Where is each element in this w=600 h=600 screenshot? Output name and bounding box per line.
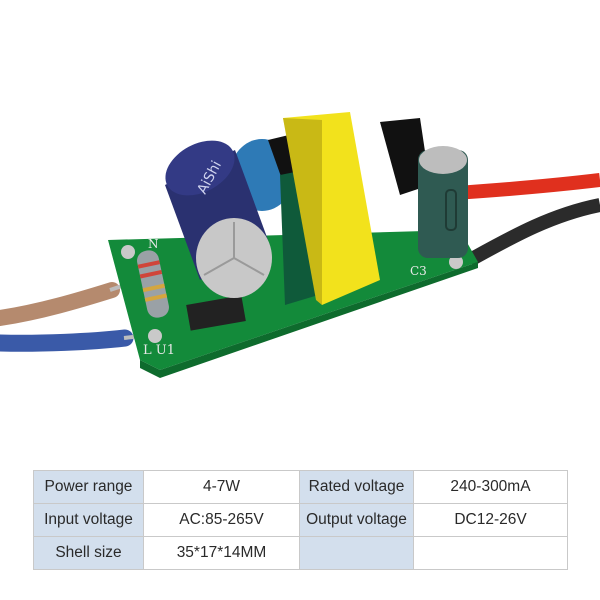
input-wire-neutral: [0, 282, 129, 326]
rated-voltage-label: Rated voltage: [299, 470, 414, 504]
output-voltage-value: DC12-26V: [413, 503, 568, 537]
shell-size-value: 35*17*14MM: [143, 536, 300, 570]
svg-text:C3: C3: [410, 264, 427, 278]
empty-label-cell: [299, 536, 414, 570]
output-voltage-label: Output voltage: [299, 503, 414, 537]
shell-size-label: Shell size: [33, 536, 144, 570]
power-range-value: 4-7W: [143, 470, 300, 504]
output-wire-positive: [454, 173, 600, 200]
ic-chip: [186, 295, 246, 331]
table-row: Input voltage AC:85-265V Output voltage …: [33, 503, 568, 537]
resistor: [137, 250, 169, 318]
spec-table: Power range 4-7W Rated voltage 240-300mA…: [33, 470, 568, 570]
table-row: Shell size 35*17*14MM: [33, 536, 568, 570]
input-wire-live: [0, 329, 143, 352]
table-row: Power range 4-7W Rated voltage 240-300mA: [33, 470, 568, 504]
product-photo: L U1 C3 N AiShi: [0, 112, 600, 378]
svg-text:N: N: [148, 237, 159, 251]
svg-text:L U1: L U1: [143, 343, 175, 358]
empty-value-cell: [413, 536, 568, 570]
input-voltage-value: AC:85-265V: [143, 503, 300, 537]
rated-voltage-value: 240-300mA: [413, 470, 568, 504]
electrolytic-capacitor-small: [418, 146, 468, 258]
input-voltage-label: Input voltage: [33, 503, 144, 537]
transformer: [268, 112, 430, 305]
power-range-label: Power range: [33, 470, 144, 504]
electrolytic-capacitor-large: AiShi: [165, 140, 272, 298]
output-wire-negative: [466, 198, 600, 267]
